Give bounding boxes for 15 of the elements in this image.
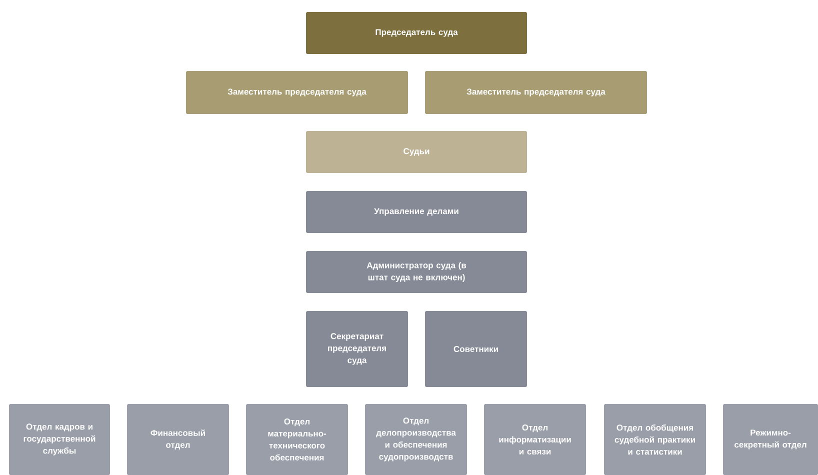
org-box: Финансовый отдел [127, 404, 229, 475]
org-box: Судьи [306, 131, 527, 173]
org-box: Управление делами [306, 191, 527, 233]
org-box: Отдел материально-технического обеспечения [246, 404, 348, 475]
org-box: Секретариат председателя суда [306, 311, 408, 387]
org-box: Администратор суда (в штат суда не включен) [306, 251, 527, 293]
org-box: Отдел кадров и государственной службы [9, 404, 110, 475]
org-box: Отдел информатизации и связи [484, 404, 586, 475]
org-box: Заместитель председателя суда [425, 71, 647, 114]
org-box: Председатель суда [306, 12, 527, 54]
org-box: Режимно-секретный отдел [723, 404, 818, 475]
org-box: Отдел делопроизводства и обеспечения судопроизводств [365, 404, 467, 475]
org-box: Советники [425, 311, 527, 387]
org-box: Заместитель председателя суда [186, 71, 408, 114]
org-box: Отдел обобщения судебной практики и статистики [604, 404, 706, 475]
